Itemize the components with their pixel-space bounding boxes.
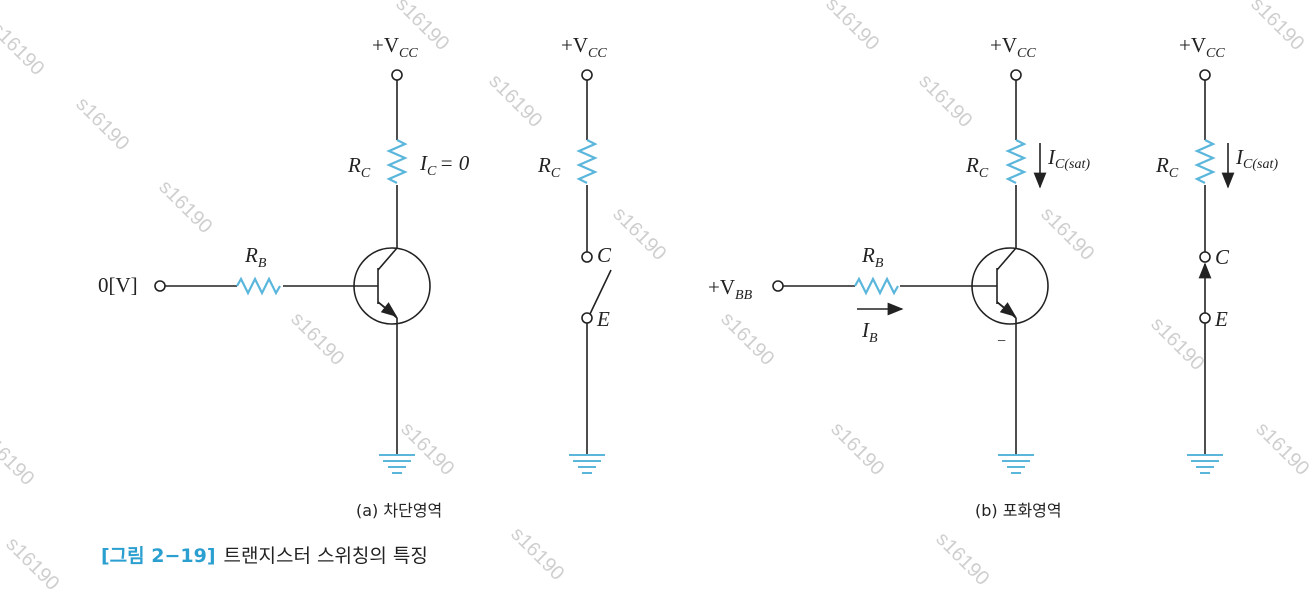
rc-label: RC bbox=[347, 153, 371, 181]
rb-label: RB bbox=[244, 243, 267, 271]
emitter-terminal bbox=[1199, 312, 1211, 324]
ground-icon bbox=[1187, 454, 1223, 474]
vcc-label: +VCC bbox=[372, 33, 418, 61]
open-switch-equivalent: +VCC RC C E bbox=[537, 33, 612, 474]
switch-wire bbox=[586, 80, 612, 455]
rc-label: RC bbox=[537, 153, 561, 181]
e-label: E bbox=[1214, 307, 1228, 331]
c-label: C bbox=[597, 243, 612, 267]
minus-sign: − bbox=[997, 333, 1006, 350]
watermark: s16190 bbox=[0, 428, 38, 490]
vcc-terminal bbox=[1010, 69, 1022, 81]
saturation-circuit: +VCC RC IC(sat) +VBB RB IB − (b) 포화영역 bbox=[708, 33, 1090, 520]
collector-wire bbox=[996, 80, 1017, 455]
figure-number: [그림 2−19] bbox=[101, 545, 216, 567]
watermark: s16190 bbox=[931, 528, 993, 590]
ground-icon bbox=[379, 454, 415, 474]
watermark: s16190 bbox=[914, 70, 976, 132]
input-label: +VBB bbox=[708, 275, 753, 303]
rb-resistor bbox=[236, 276, 281, 296]
watermark: s16190 bbox=[396, 418, 458, 480]
watermark: s16190 bbox=[826, 418, 888, 480]
vcc-label: +VCC bbox=[1179, 33, 1225, 61]
vcc-terminal bbox=[1199, 69, 1211, 81]
rc-resistor bbox=[1194, 139, 1216, 184]
closed-switch-equivalent: +VCC RC IC(sat) C E bbox=[1155, 33, 1278, 474]
rb-resistor bbox=[854, 276, 899, 296]
watermark: s16190 bbox=[0, 18, 48, 80]
collector-terminal bbox=[581, 251, 593, 263]
input-terminal bbox=[154, 280, 166, 292]
vcc-label: +VCC bbox=[561, 33, 607, 61]
caption-a: (a) 차단영역 bbox=[356, 501, 442, 520]
figure-title: 트랜지스터 스위칭의 특징 bbox=[224, 545, 428, 567]
rc-label: RC bbox=[1155, 153, 1179, 181]
watermark: s16190 bbox=[506, 523, 568, 585]
figure-caption: [그림 2−19] 트랜지스터 스위칭의 특징 bbox=[101, 545, 428, 567]
ic-label: IC(sat) bbox=[1235, 145, 1278, 172]
watermark: s16190 bbox=[1, 533, 63, 595]
rb-label: RB bbox=[861, 243, 884, 271]
watermark: s16190 bbox=[1246, 0, 1308, 55]
rc-label: RC bbox=[965, 153, 989, 181]
ib-label: IB bbox=[861, 318, 878, 346]
watermark: s16190 bbox=[484, 70, 546, 132]
rc-resistor bbox=[576, 139, 598, 184]
ic-label: IC= 0 bbox=[419, 151, 470, 179]
e-label: E bbox=[596, 307, 610, 331]
watermark: s16190 bbox=[286, 308, 348, 370]
collector-wire bbox=[377, 80, 398, 455]
ic-label: IC(sat) bbox=[1047, 145, 1090, 172]
rc-resistor bbox=[386, 139, 408, 184]
watermark: s16190 bbox=[1036, 203, 1098, 265]
watermark: s16190 bbox=[608, 203, 670, 265]
rc-resistor bbox=[1005, 139, 1027, 184]
caption-b: (b) 포화영역 bbox=[975, 501, 1062, 520]
ground-icon bbox=[569, 454, 605, 474]
vcc-terminal bbox=[581, 69, 593, 81]
vcc-terminal bbox=[391, 69, 403, 81]
c-label: C bbox=[1215, 245, 1230, 269]
watermark: s16190 bbox=[716, 308, 778, 370]
emitter-terminal bbox=[581, 312, 593, 324]
watermark: s16190 bbox=[71, 93, 133, 155]
emitter-arrow bbox=[996, 301, 1017, 317]
vcc-label: +VCC bbox=[990, 33, 1036, 61]
watermark: s16190 bbox=[1251, 418, 1313, 480]
cutoff-circuit: +VCC RC IC= 0 0[V] RB (a) 차단영역 bbox=[98, 33, 470, 520]
input-terminal bbox=[772, 280, 784, 292]
collector-terminal bbox=[1199, 251, 1211, 263]
emitter-arrow bbox=[377, 301, 398, 317]
watermark: s16190 bbox=[821, 0, 883, 55]
watermark: s16190 bbox=[154, 176, 216, 238]
input-label: 0[V] bbox=[98, 273, 138, 297]
ground-icon bbox=[998, 454, 1034, 474]
watermark: s16190 bbox=[1146, 313, 1208, 375]
